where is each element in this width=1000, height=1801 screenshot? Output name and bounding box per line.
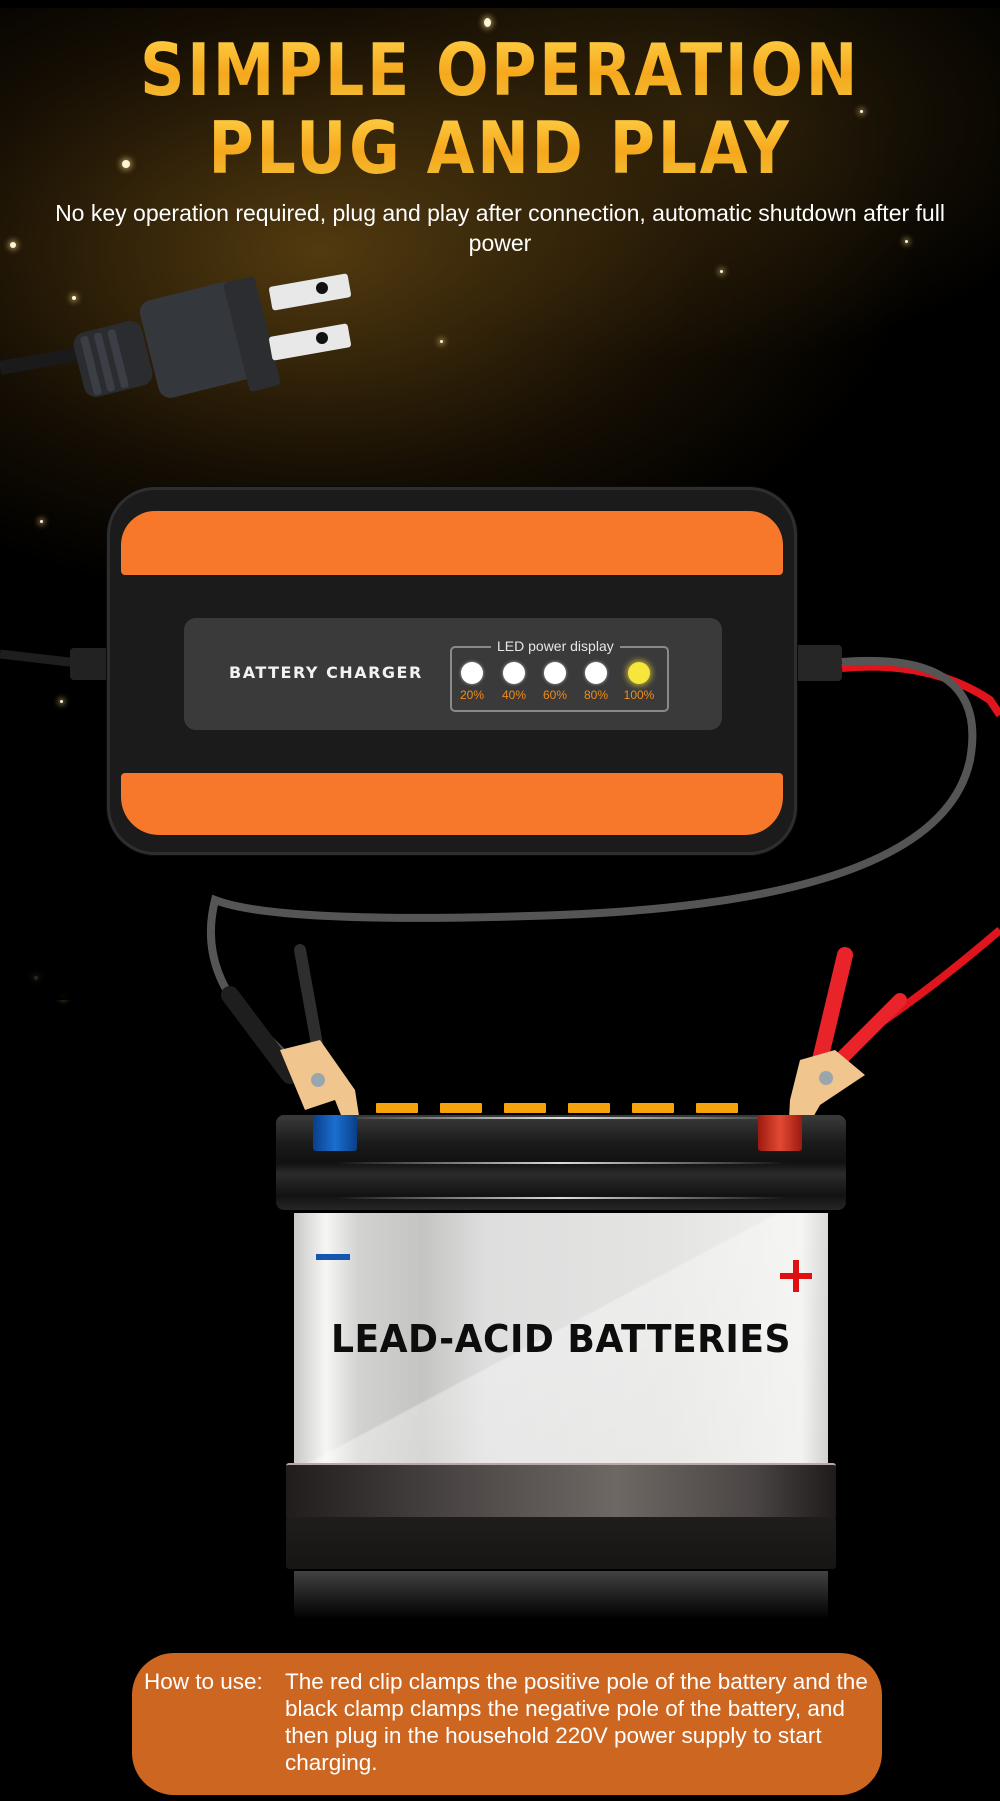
lid-highlight (336, 1117, 786, 1119)
led-80-label: 80% (583, 688, 609, 702)
star (122, 160, 130, 168)
how-to-use-box: How to use: The red clip clamps the posi… (132, 1653, 882, 1795)
star (60, 700, 63, 703)
how-to-use-text: The red clip clamps the positive pole of… (285, 1669, 868, 1775)
charger-bottom-stripe (121, 773, 783, 835)
star (860, 110, 863, 113)
battery-base (286, 1463, 836, 1519)
star (484, 18, 491, 27)
vent-cap (376, 1103, 418, 1113)
star (40, 520, 43, 523)
vent-cap (632, 1103, 674, 1113)
lid-highlight (336, 1162, 786, 1164)
led-100-label: 100% (623, 688, 655, 702)
led-40-label: 40% (501, 688, 527, 702)
headline-line-2: PLUG AND PLAY (70, 108, 930, 188)
led-60-label: 60% (542, 688, 568, 702)
led-80-indicator (585, 662, 607, 684)
negative-terminal (313, 1115, 357, 1151)
battery-lid (276, 1115, 846, 1210)
battery-base-lower (286, 1517, 836, 1569)
led-20-indicator (461, 662, 483, 684)
vent-cap (696, 1103, 738, 1113)
star (440, 340, 443, 343)
led-100-indicator (628, 662, 650, 684)
how-to-use-label: How to use: (144, 1669, 263, 1694)
vent-cap (440, 1103, 482, 1113)
lead-acid-battery: LEAD-ACID BATTERIES (276, 1085, 846, 1619)
subtitle: No key operation required, plug and play… (55, 200, 945, 256)
battery-charger-device: BATTERY CHARGER LED power display 20% 40… (107, 487, 797, 855)
star (10, 242, 16, 248)
led-20-label: 20% (459, 688, 485, 702)
star (905, 240, 908, 243)
positive-terminal (758, 1115, 802, 1151)
battery-title: LEAD-ACID BATTERIES (331, 1317, 791, 1361)
led-power-display: LED power display 20% 40% 60% 80% 100% (450, 637, 669, 712)
lid-highlight (336, 1197, 786, 1199)
star (720, 270, 723, 273)
top-border (0, 0, 1000, 8)
star (72, 296, 76, 300)
charger-top-stripe (121, 511, 783, 575)
led-display-title: LED power display (491, 637, 620, 655)
power-plug-icon (0, 273, 352, 398)
vent-cap (568, 1103, 610, 1113)
battery-case: LEAD-ACID BATTERIES (294, 1213, 828, 1463)
headline-line-1: SIMPLE OPERATION (70, 30, 930, 110)
minus-icon (316, 1254, 350, 1260)
charger-label: BATTERY CHARGER (229, 663, 423, 682)
plus-icon-vertical (793, 1260, 799, 1292)
led-40-indicator (503, 662, 525, 684)
vent-cap (504, 1103, 546, 1113)
led-60-indicator (544, 662, 566, 684)
charger-front-panel: BATTERY CHARGER LED power display 20% 40… (184, 618, 722, 730)
battery-reflection (294, 1571, 828, 1619)
